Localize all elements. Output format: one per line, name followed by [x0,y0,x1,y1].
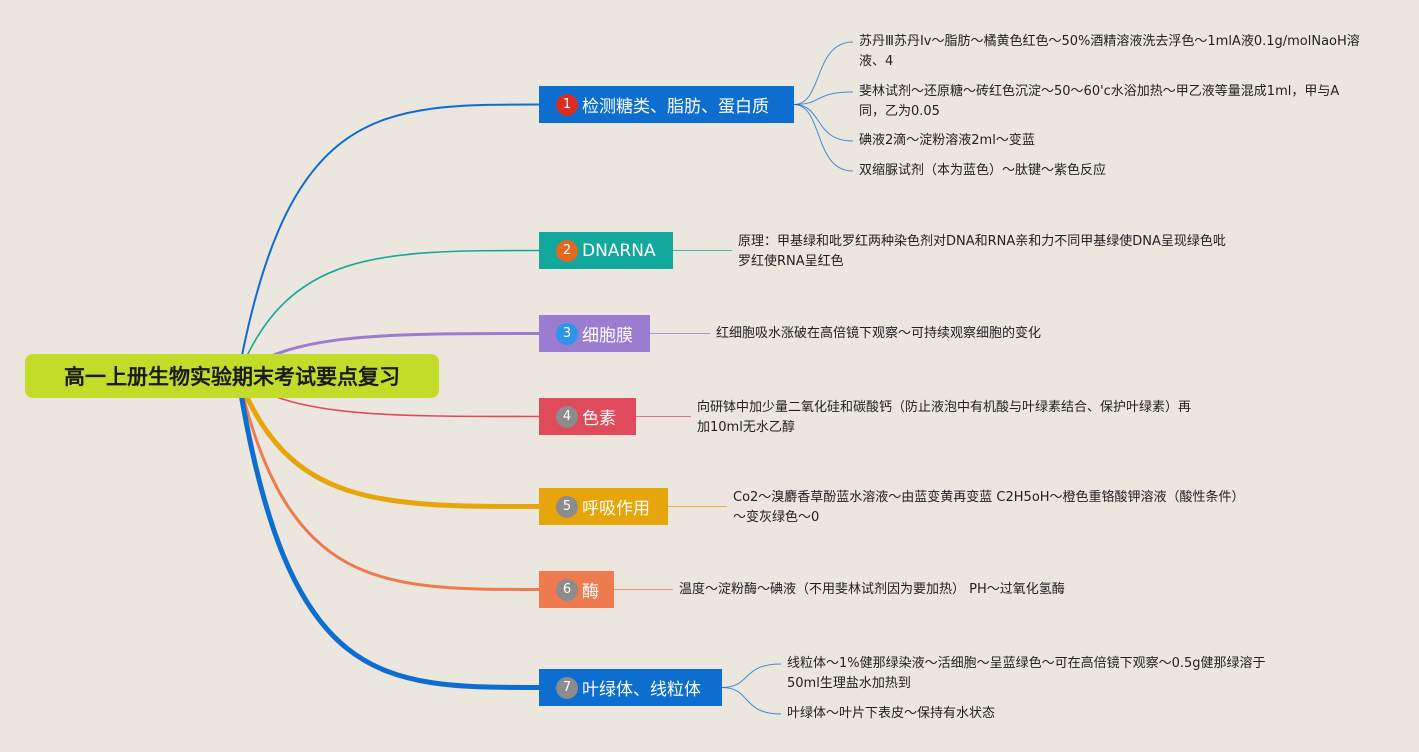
root-title: 高一上册生物实验期末考试要点复习 [64,365,400,389]
branch-connector [235,375,540,509]
leaf-connector [721,663,782,688]
branch-label: DNARNA [582,240,656,261]
leaf-topic[interactable]: 线粒体～1%健那绿染液～活细胞～呈蓝绿色～可在高倍镜下观察～0.5g健那绿溶于5… [787,656,1266,691]
branch-label: 叶绿体、线粒体 [582,680,701,700]
leaf-topic[interactable]: 红细胞吸水涨破在高倍镜下观察～可持续观察细胞的变化 [716,326,1042,341]
leaf-topic[interactable]: 温度～淀粉酶～碘液（不用斐林试剂因为要加热） PH～过氧化氢酶 [679,582,1065,597]
branch-label: 检测糖类、脂肪、蛋白质 [582,97,769,117]
branch-connector [237,249,540,377]
branch-label: 色素 [582,409,616,429]
branch-connector [235,375,540,690]
leaf-topic[interactable]: 叶绿体～叶片下表皮～保持有水状态 [787,706,996,721]
branch-label: 细胞膜 [582,326,633,346]
branch-connector [236,375,540,591]
leaf-topic[interactable]: Co2～溴麝香草酚蓝水溶液～由蓝变黄再变蓝 C2H5oH～橙色重铬酸钾溶液（酸性… [733,490,1239,525]
number-badge-icon: 3 [556,322,578,345]
leaf-connector [721,687,782,715]
leaf-connector [793,41,854,105]
number-badge-icon: 2 [556,239,578,262]
leaf-topic[interactable]: 原理：甲基绿和吡罗红两种染色剂对DNA和RNA亲和力不同甲基绿使DNA呈现绿色吡… [738,234,1226,269]
number-badge-icon: 7 [556,676,578,699]
leaf-topic[interactable]: 斐林试剂～还原糖～砖红色沉淀～50～60'c水浴加热～甲乙液等量混成1ml，甲与… [859,84,1340,119]
leaf-topic[interactable]: 双缩脲试剂（本为蓝色）～肽键～紫色反应 [859,163,1107,178]
leaf-topic[interactable]: 苏丹Ⅲ苏丹Iv～脂肪～橘黄色红色～50%酒精溶液洗去浮色～1mlA液0.1g/m… [859,34,1360,69]
leaf-connector [793,104,854,142]
branch-label: 呼吸作用 [582,499,650,519]
root-topic[interactable]: 高一上册生物实验期末考试要点复习 [25,354,439,398]
leaf-connector [793,104,854,172]
leaf-topic[interactable]: 向研钵中加少量二氧化硅和碳酸钙（防止液泡中有机酸与叶绿素结合、保护叶绿素）再加1… [697,400,1192,435]
number-badge-icon: 1 [556,93,578,116]
leaf-topic[interactable]: 碘液2滴～淀粉溶液2ml～变蓝 [859,133,1035,148]
number-badge-icon: 6 [556,578,578,601]
leaf-connector [793,91,854,105]
number-badge-icon: 5 [556,495,578,518]
branch-label: 酶 [582,582,599,602]
branch-connector [237,103,540,377]
number-badge-icon: 4 [556,405,578,428]
